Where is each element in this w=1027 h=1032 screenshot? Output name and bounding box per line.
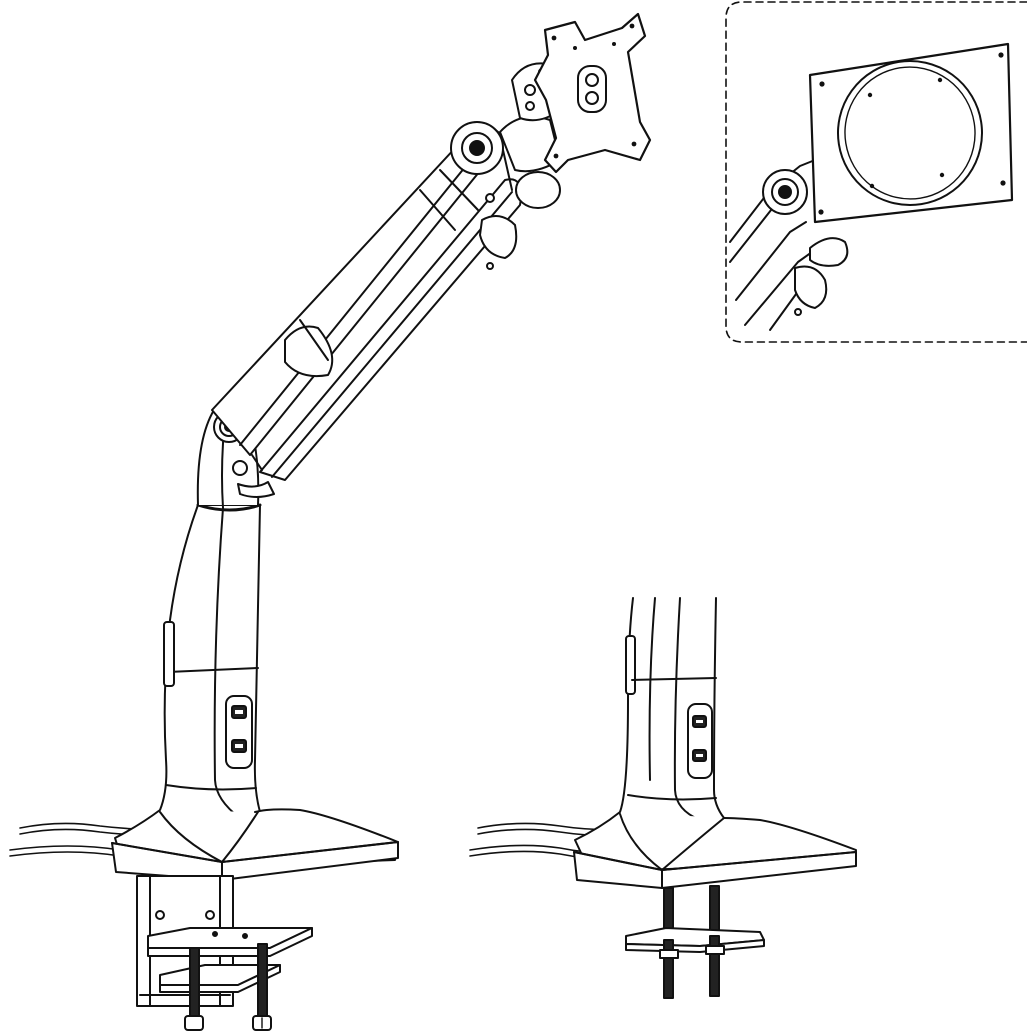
inset-arm-joint [730,160,847,330]
pole [160,505,260,818]
usb-port-panel-right [688,704,712,778]
base [112,809,398,880]
pole-cutaway [620,598,724,820]
inset-dashed-border [726,2,1027,342]
vesa-plate [535,14,650,172]
usb-port-icon [693,716,706,727]
screw-icon [818,52,1006,215]
clamp-mount-view [10,14,650,1030]
usb-port-panel [226,696,252,768]
bottom-plate [626,928,764,958]
gas-spring-arm [212,127,521,480]
usb-port-icon [693,750,706,761]
usb-port-icon [232,706,246,718]
inset-vesa-plate [810,44,1012,222]
grommet-mount-view [470,598,856,998]
vesa-detail-inset [726,2,1027,342]
inset-circular-recess [828,51,993,216]
screw-icon [185,1016,271,1030]
screw-icon [551,23,637,159]
desk-clamp [137,876,312,1030]
base-right [574,812,856,888]
usb-port-icon [232,740,246,752]
